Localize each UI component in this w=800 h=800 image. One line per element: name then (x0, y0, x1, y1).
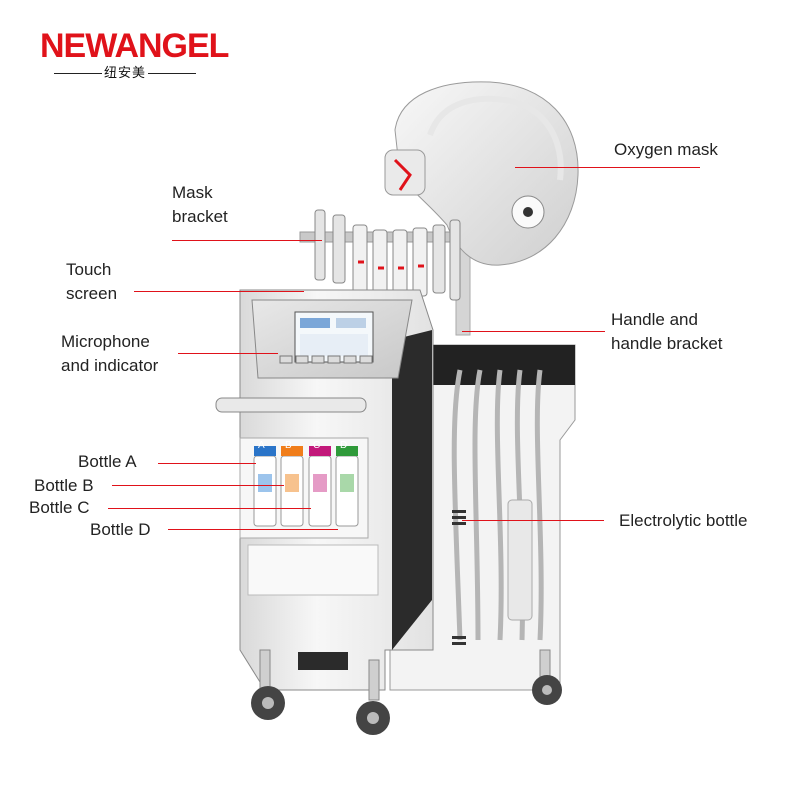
right-top-band (430, 345, 575, 385)
bottle-d-label: Bottle D (90, 520, 151, 539)
handle-leader (462, 331, 605, 332)
bottle-a-label: Bottle A (78, 452, 137, 471)
bottle-tag-b-label: B (285, 440, 292, 451)
touch-screen-label: Touch screen (66, 260, 118, 303)
electrolytic-tube (507, 499, 533, 621)
bottle-c-leader (108, 508, 311, 509)
brand-logo: NEWANGEL 纽安美 (40, 27, 229, 82)
electrolytic-label: Electrolytic bottle (619, 511, 748, 530)
bottle-b-label: Bottle B (34, 476, 94, 495)
bottle-tag-d-label: D (340, 440, 348, 451)
handpieces (314, 209, 461, 301)
bottle-b-leader (112, 485, 284, 486)
handle-label: Handle and handle bracket (611, 310, 723, 353)
microphone-leader (178, 353, 278, 354)
logo-rule-right (148, 73, 196, 74)
brand-subtitle-row: 纽安美 (40, 64, 210, 82)
lower-cavity (247, 544, 379, 596)
bottle-a-leader (158, 463, 256, 464)
side-panel (392, 330, 432, 650)
wheels (251, 649, 562, 735)
bottle-tag-a-label: A (258, 440, 265, 451)
touch-screen-leader (134, 291, 304, 292)
front-vent (298, 652, 348, 670)
mask-bracket-leader (172, 240, 322, 241)
vent-grille (452, 510, 466, 645)
oxygen-mask-leader (515, 167, 700, 168)
mask-bracket-label: Mask bracket (172, 183, 228, 226)
brand-subtitle: 纽安美 (103, 66, 146, 81)
hoses (451, 369, 544, 641)
bottle-tag-c-label: C (313, 440, 321, 451)
bottle-c-label: Bottle C (29, 498, 90, 517)
microphone-label: Microphone and indicator (61, 332, 159, 375)
logo-rule-left (54, 73, 102, 74)
oxygen-mask-shape (384, 81, 579, 266)
panel-buttons (279, 355, 373, 364)
electrolytic-leader (462, 520, 604, 521)
oxygen-mask-label: Oxygen mask (614, 140, 718, 159)
brand-name: NEWANGEL (40, 27, 229, 65)
bottle-d-leader (168, 529, 338, 530)
front-handle (215, 397, 367, 413)
